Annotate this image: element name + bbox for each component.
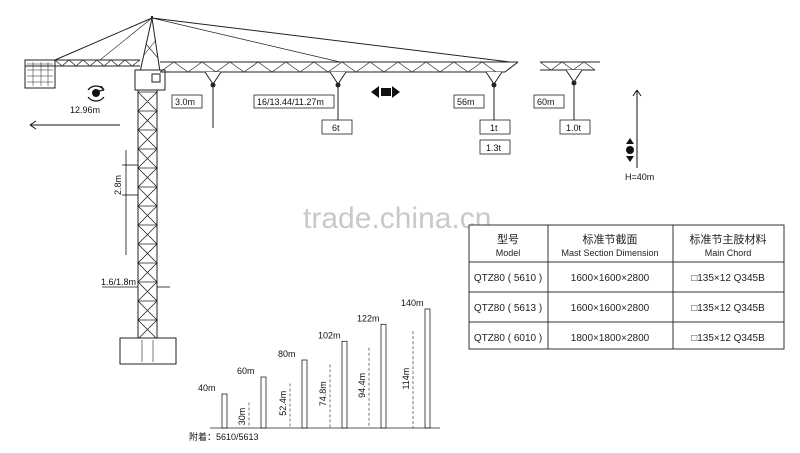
- free-height-label-6: 140m: [401, 298, 424, 308]
- tie-height-label-2: 52.4m: [278, 391, 288, 416]
- attachment-note: 附着：5610/5613: [189, 431, 259, 442]
- row3-model: QTZ80 ( 6010 ): [474, 333, 542, 344]
- row1-section: 1600×1600×2800: [571, 273, 650, 284]
- hook-height-label: H=40m: [625, 172, 654, 182]
- load-label-4: 1.0t: [566, 123, 582, 133]
- free-height-label-4: 102m: [318, 330, 341, 340]
- radius-label-3: 56m: [457, 97, 475, 107]
- load-label-3: 1.3t: [486, 143, 502, 153]
- free-height-label-1: 40m: [198, 383, 216, 393]
- hoist-direction-icon: [626, 138, 634, 162]
- load-boxes: 6t 1t 1.3t 1.0t: [321, 119, 591, 155]
- header-section-en: Mast Section Dimension: [561, 248, 658, 258]
- radius-label-2: 16/13.44/11.27m: [257, 97, 324, 107]
- height-bar-4: [341, 340, 348, 429]
- tie-height-label-5: 114m: [401, 368, 411, 390]
- trolley-3: [485, 71, 503, 120]
- tower-mast: [119, 90, 177, 365]
- trolley-2: [329, 71, 347, 120]
- tie-height-label-3: 74.8m: [318, 381, 328, 406]
- counter-jib: [24, 17, 153, 89]
- load-label-1: 6t: [332, 123, 340, 133]
- radius-label-1: 3.0m: [175, 97, 195, 107]
- height-bar-2: [260, 376, 267, 429]
- radius-markers: 3.0m 16/13.44/11.27m 56m 60m: [171, 94, 565, 109]
- slew-rotation-icon: [87, 85, 105, 102]
- slew-radius-arrow-icon: [29, 120, 120, 130]
- free-height-label-3: 80m: [278, 349, 296, 359]
- tie-height-label-4: 94.4m: [357, 373, 367, 398]
- trolley-1: [204, 71, 222, 128]
- height-bar-1: [221, 393, 228, 429]
- header-model-cn: 型号: [497, 232, 519, 246]
- free-height-label-2: 60m: [237, 366, 255, 376]
- height-bar-6: [424, 308, 431, 429]
- free-height-label-5: 122m: [357, 313, 380, 323]
- trolley-travel-arrow-icon: [371, 86, 400, 98]
- header-section-cn: 标准节截面: [583, 232, 638, 246]
- watermark: trade.china.cn: [303, 202, 491, 235]
- section-height-dimension: [122, 150, 138, 255]
- trolley-4: [565, 69, 583, 120]
- height-bar-5: [380, 323, 387, 429]
- row3-section: 1800×1800×2800: [571, 333, 650, 344]
- header-model-en: Model: [496, 248, 521, 258]
- spec-table: 型号 Model 标准节截面 Mast Section Dimension 标准…: [468, 224, 785, 350]
- row1-chord: □135×12 Q345B: [691, 273, 765, 284]
- row2-section: 1600×1600×2800: [571, 303, 650, 314]
- hook-height-arrow-icon: [632, 89, 642, 168]
- row2-model: QTZ80 ( 5613 ): [474, 303, 542, 314]
- row1-model: QTZ80 ( 5610 ): [474, 273, 542, 284]
- height-configurations: 40m 60m 80m 102m 122m 140m 30m 52.4m 74.8m 94.4m 1…: [198, 298, 440, 429]
- main-jib: [151, 17, 600, 73]
- slew-dimension: 12.96m: [70, 105, 100, 115]
- row2-chord: □135×12 Q345B: [691, 303, 765, 314]
- radius-label-4: 60m: [537, 97, 555, 107]
- section-width-label: 1.6/1.8m: [101, 277, 136, 287]
- tie-height-label-1: 30m: [237, 408, 247, 426]
- section-height-label: 2.8m: [113, 175, 123, 195]
- height-bar-3: [301, 359, 308, 429]
- row3-chord: □135×12 Q345B: [691, 333, 765, 344]
- header-chord-en: Main Chord: [705, 248, 752, 258]
- load-label-2: 1t: [490, 123, 498, 133]
- tower-head: [134, 16, 166, 91]
- header-chord-cn: 标准节主肢材料: [690, 232, 767, 246]
